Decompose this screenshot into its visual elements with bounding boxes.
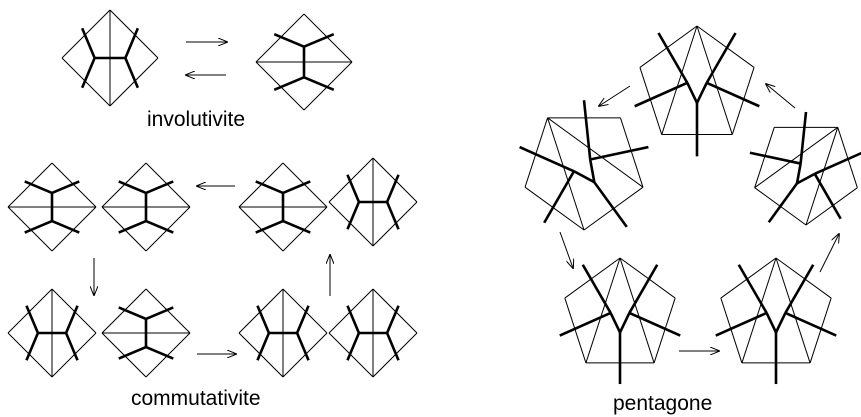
commutativity-square-3 [238,162,328,252]
pentagon-arrow-1 [599,85,631,106]
pentagon-right [749,111,861,226]
commutativity-square-5 [7,288,97,378]
commutativity-square-6 [101,288,191,378]
commutativity-label: commutativite [131,387,261,410]
pentagon-bottom-left [559,257,681,385]
commutativity-square-8 [328,288,418,378]
pentagon-arrow-4 [819,234,839,273]
commutativity-square-1 [7,162,97,252]
commutativity-square-4 [328,157,418,247]
pentagon-arrow-5 [766,84,796,109]
involutivity-square-right [255,13,353,111]
involutivity-square-left [61,9,159,107]
pentagon-left [519,100,649,231]
pentagon-label: pentagone [613,392,713,415]
pentagon-top [634,25,760,157]
commutativity-square-7 [238,288,328,378]
involutivity-label: involutivite [147,108,246,131]
pentagon-arrow-2 [559,231,573,268]
commutativity-square-2 [101,162,191,252]
pentagon-bottom-right [715,257,837,385]
